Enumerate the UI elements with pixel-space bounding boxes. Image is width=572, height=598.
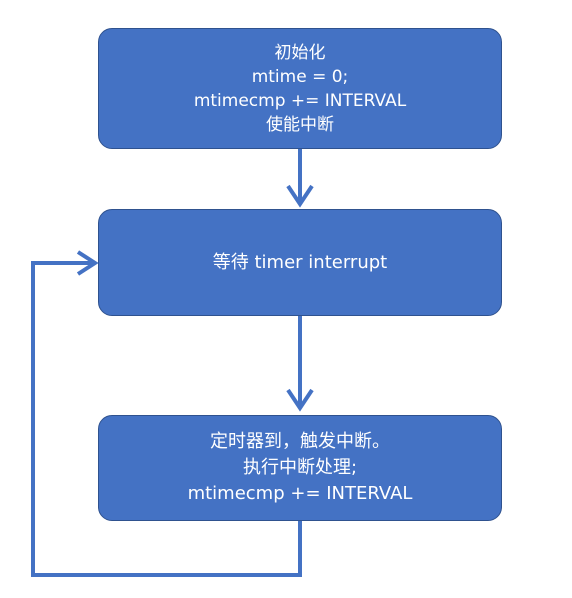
- node-handler-line-2: 执行中断处理;: [242, 457, 358, 478]
- node-handler-line-1: 定时器到，触发中断。: [210, 431, 390, 452]
- node-handler-line-3: mtimecmp += INTERVAL: [187, 483, 413, 504]
- node-init-line-2: mtime = 0;: [251, 66, 349, 87]
- node-init-line-4: 使能中断: [266, 114, 334, 135]
- node-interrupt-handler: 定时器到，触发中断。 执行中断处理; mtimecmp += INTERVAL: [98, 415, 502, 521]
- arrowhead-loop-back: [76, 250, 99, 276]
- node-init-line-1: 初始化: [274, 42, 326, 63]
- loop-back-connector: [31, 261, 302, 577]
- node-init-line-3: mtimecmp += INTERVAL: [193, 90, 407, 111]
- node-initialize: 初始化 mtime = 0; mtimecmp += INTERVAL 使能中断: [98, 28, 502, 149]
- node-wait-line-1: 等待 timer interrupt: [212, 251, 388, 273]
- arrowhead-init-to-wait: [286, 184, 314, 208]
- arrowhead-wait-to-handler: [286, 388, 314, 412]
- node-wait-interrupt: 等待 timer interrupt: [98, 209, 502, 316]
